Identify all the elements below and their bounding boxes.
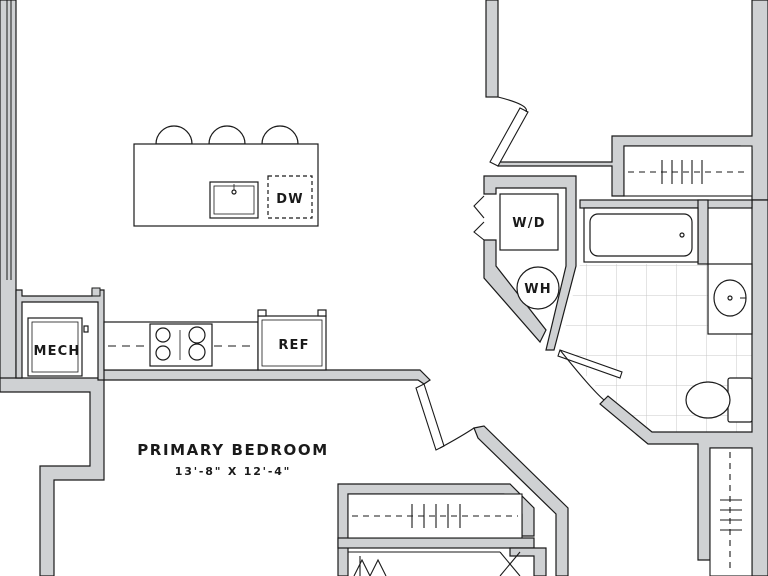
bedroom-closet-shelf-wall [337, 537, 535, 549]
bathroom-outer-wall [599, 199, 768, 576]
lower-right-closet-wall [509, 547, 547, 576]
lower-closet-rod [353, 558, 387, 576]
bar-stool-1 [155, 125, 193, 145]
bedroom-door-swing [439, 427, 475, 449]
vanity-drain [727, 295, 733, 301]
toilet-tank [727, 377, 753, 423]
mech-label: MECH [33, 344, 80, 359]
bedroom-door-leaf [415, 383, 445, 451]
refrigerator-door [261, 319, 323, 367]
bathtub-drain [679, 232, 685, 238]
closet-rods [347, 145, 753, 576]
refrigerator-hinge-left [257, 309, 267, 317]
entry-door-leaf [489, 107, 529, 167]
bar-stool-3 [261, 125, 299, 145]
laundry-enclosure-lower-wall [483, 239, 547, 344]
range-burner-1 [155, 327, 171, 343]
laundry-enclosure-wall [483, 175, 577, 351]
left-exterior-wall [0, 0, 17, 386]
right-lower-closet [709, 447, 753, 576]
small-wall-stub [91, 287, 101, 297]
sink-faucet [231, 189, 237, 195]
bar-stool-2 [208, 125, 246, 145]
range-burner-4 [188, 343, 206, 361]
primary-bedroom-dimensions: 13'-8" X 12'-4" [175, 465, 291, 478]
primary-bedroom-name: PRIMARY BEDROOM [137, 441, 329, 459]
toilet-bowl [685, 381, 731, 419]
bedroom-closet-diagonal-wall [473, 425, 569, 576]
laundry-bifold-door-top [473, 195, 485, 219]
laundry-fixtures [499, 193, 560, 310]
bathroom-fixtures [583, 207, 753, 423]
water-heater-circle [516, 266, 560, 310]
refrigerator-label: REF [278, 338, 309, 353]
range-burner-2 [155, 345, 171, 361]
upper-closet-shelf [623, 145, 753, 197]
range-burner-3 [188, 326, 206, 344]
washer-dryer-label: W/D [512, 216, 545, 231]
washer-dryer-box [499, 193, 559, 251]
entry-door-swing [497, 96, 527, 113]
tub-side-wall [697, 199, 709, 265]
mech-closet-wall [15, 289, 105, 381]
bathroom-door-leaf [557, 349, 623, 379]
doors [415, 96, 623, 451]
mech-unit [27, 317, 89, 377]
kitchen-island [133, 125, 319, 227]
kitchen-bedroom-wall [0, 369, 431, 576]
dishwasher-outline [267, 175, 313, 219]
lower-closet-line-3 [499, 551, 521, 576]
dishwasher-label: DW [276, 192, 304, 207]
bathroom-door-swing [559, 349, 605, 401]
tub-wall [579, 199, 753, 209]
water-heater-label: WH [524, 282, 552, 297]
top-partition-wall [485, 0, 499, 98]
refrigerator-hinge-right [317, 309, 327, 317]
mech-unit-panel [31, 321, 79, 373]
mech-unit-knob [83, 325, 89, 333]
bathtub-basin [589, 213, 693, 257]
laundry-bifold-door-bottom [473, 221, 485, 241]
kitchen-counter [103, 309, 327, 371]
